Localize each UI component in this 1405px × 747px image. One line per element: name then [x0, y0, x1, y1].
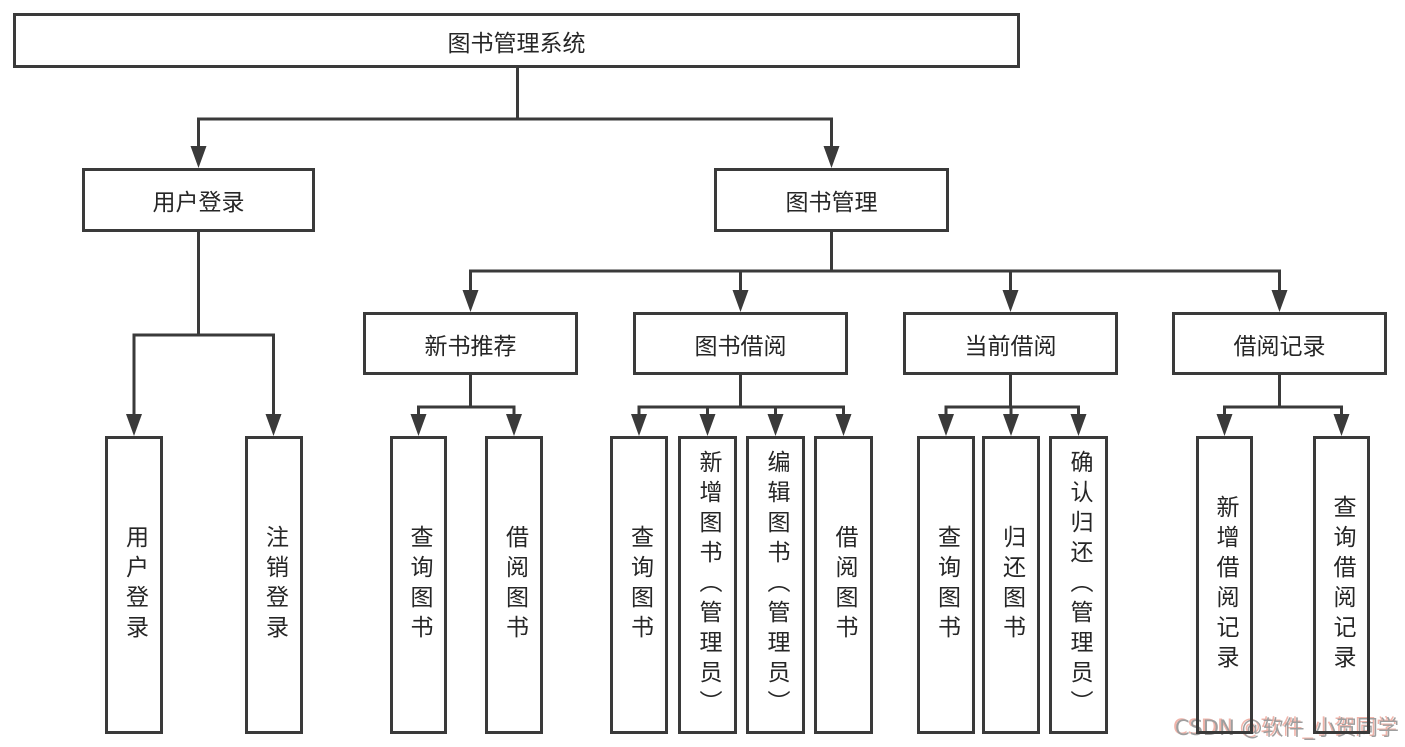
node-new-book-recommend: 新书推荐	[363, 312, 578, 375]
leaf-logout: 注销登录	[245, 436, 303, 734]
node-label: 用户登录	[152, 190, 245, 216]
arrowhead-icon	[506, 414, 522, 436]
node-user-login: 用户登录	[82, 168, 315, 232]
leaf-borrow-books-recommend: 借阅图书	[485, 436, 543, 734]
leaf-label: 查询图书	[933, 525, 960, 645]
leaf-label: 借阅图书	[831, 525, 857, 645]
leaf-add-books-admin: 新增图书（管理员）	[678, 436, 737, 734]
arrowhead-icon	[1070, 414, 1087, 436]
leaf-confirm-return-admin: 确认归还（管理员）	[1049, 436, 1108, 734]
leaf-label: 确认归还（管理员）	[1066, 450, 1092, 720]
connector-newbook-to-leaves	[417, 375, 516, 416]
leaf-query-books-recommend: 查询图书	[390, 436, 447, 734]
node-label: 新书推荐	[424, 333, 517, 360]
connector-records-to-leaves	[1223, 375, 1343, 416]
node-library-management-system: 图书管理系统	[13, 13, 1020, 68]
leaf-label: 借阅图书	[501, 525, 528, 645]
arrowhead-icon	[126, 414, 142, 436]
node-book-borrowing: 图书借阅	[633, 312, 848, 375]
leaf-user-login: 用户登录	[105, 436, 163, 734]
arrowhead-icon	[699, 414, 716, 436]
node-borrowing-records: 借阅记录	[1172, 312, 1387, 375]
leaf-borrow-books: 借阅图书	[814, 436, 873, 734]
connector-userlogin-to-leaves	[132, 232, 275, 416]
connector-borrow-to-leaves	[637, 375, 845, 416]
arrowhead-icon	[1003, 414, 1019, 436]
node-label: 借阅记录	[1233, 333, 1326, 360]
arrowhead-icon	[1333, 414, 1350, 436]
arrowhead-icon	[1002, 290, 1019, 312]
arrowhead-icon	[190, 146, 207, 168]
arrowhead-icon	[265, 414, 282, 436]
arrowhead-icon	[631, 414, 647, 436]
leaf-label: 归还图书	[998, 525, 1025, 645]
arrowhead-icon	[767, 414, 784, 436]
leaf-query-books-current: 查询图书	[917, 436, 975, 734]
leaf-label: 新增图书（管理员）	[695, 450, 721, 720]
node-current-borrowing: 当前借阅	[903, 312, 1118, 375]
connector-current-to-leaves	[944, 375, 1080, 416]
watermark: CSDN @软件_小贺同学	[1174, 716, 1399, 740]
leaf-query-borrow-record: 查询借阅记录	[1313, 436, 1370, 734]
leaf-add-borrow-record: 新增借阅记录	[1196, 436, 1253, 734]
leaf-label: 用户登录	[121, 525, 148, 645]
leaf-label: 查询图书	[626, 525, 653, 645]
leaf-label: 注销登录	[261, 525, 288, 645]
arrowhead-icon	[1271, 290, 1288, 312]
leaf-edit-books-admin: 编辑图书（管理员）	[746, 436, 805, 734]
arrowhead-icon	[823, 146, 840, 168]
leaf-label: 编辑图书（管理员）	[763, 450, 789, 720]
leaf-label: 新增借阅记录	[1212, 495, 1238, 675]
connector-bookmgmt-to-level3	[469, 232, 1281, 292]
leaf-return-books: 归还图书	[982, 436, 1040, 734]
leaf-label: 查询图书	[406, 525, 432, 645]
arrowhead-icon	[938, 414, 954, 436]
node-label: 当前借阅	[964, 333, 1057, 360]
arrowhead-icon	[835, 414, 852, 436]
arrowhead-icon	[410, 414, 427, 436]
arrowhead-icon	[1216, 414, 1233, 436]
node-label: 图书管理	[785, 190, 878, 216]
connector-root-to-level2	[197, 68, 833, 148]
leaf-label: 查询借阅记录	[1329, 495, 1355, 675]
leaf-query-books-borrow: 查询图书	[610, 436, 668, 734]
arrowhead-icon	[462, 290, 479, 312]
node-book-management: 图书管理	[714, 168, 949, 232]
node-label: 图书借阅	[694, 333, 787, 360]
node-label: 图书管理系统	[447, 30, 586, 57]
arrowhead-icon	[732, 290, 749, 312]
